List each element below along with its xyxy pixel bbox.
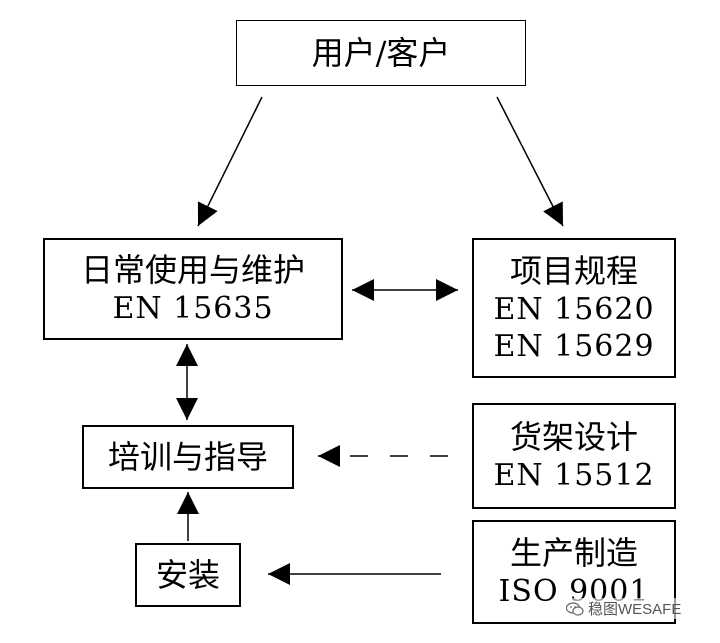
daily-use-maintenance-box: 日常使用与维护 EN 15635 — [43, 238, 343, 340]
training-guidance-box: 培训与指导 — [82, 425, 294, 489]
rack-design-standard: EN 15512 — [493, 458, 655, 494]
arrow-user-to-daily — [197, 96, 263, 227]
daily-use-maintenance-title: 日常使用与维护 — [80, 251, 305, 290]
installation-title: 安装 — [155, 556, 220, 594]
manufacturing-title: 生产制造 — [509, 534, 638, 573]
daily-use-maintenance-standard: EN 15635 — [112, 291, 274, 327]
user-customer-box: 用户/客户 — [236, 20, 526, 86]
project-specification-standard-1: EN 15620 — [493, 291, 655, 327]
training-guidance-title: 培训与指导 — [107, 438, 268, 476]
wechat-icon — [566, 601, 584, 616]
user-customer-title: 用户/客户 — [311, 34, 451, 72]
arrow-user-to-project — [496, 96, 564, 227]
project-specification-title: 项目规程 — [509, 251, 638, 290]
project-specification-standard-2: EN 15629 — [493, 329, 655, 364]
project-specification-box: 项目规程 EN 15620 EN 15629 — [472, 238, 676, 378]
rack-design-title: 货架设计 — [509, 418, 638, 457]
rack-design-box: 货架设计 EN 15512 — [472, 403, 676, 509]
watermark-text: 稳图WESAFE — [588, 601, 682, 618]
watermark: 稳图WESAFE — [566, 598, 682, 619]
installation-box: 安装 — [135, 543, 241, 607]
